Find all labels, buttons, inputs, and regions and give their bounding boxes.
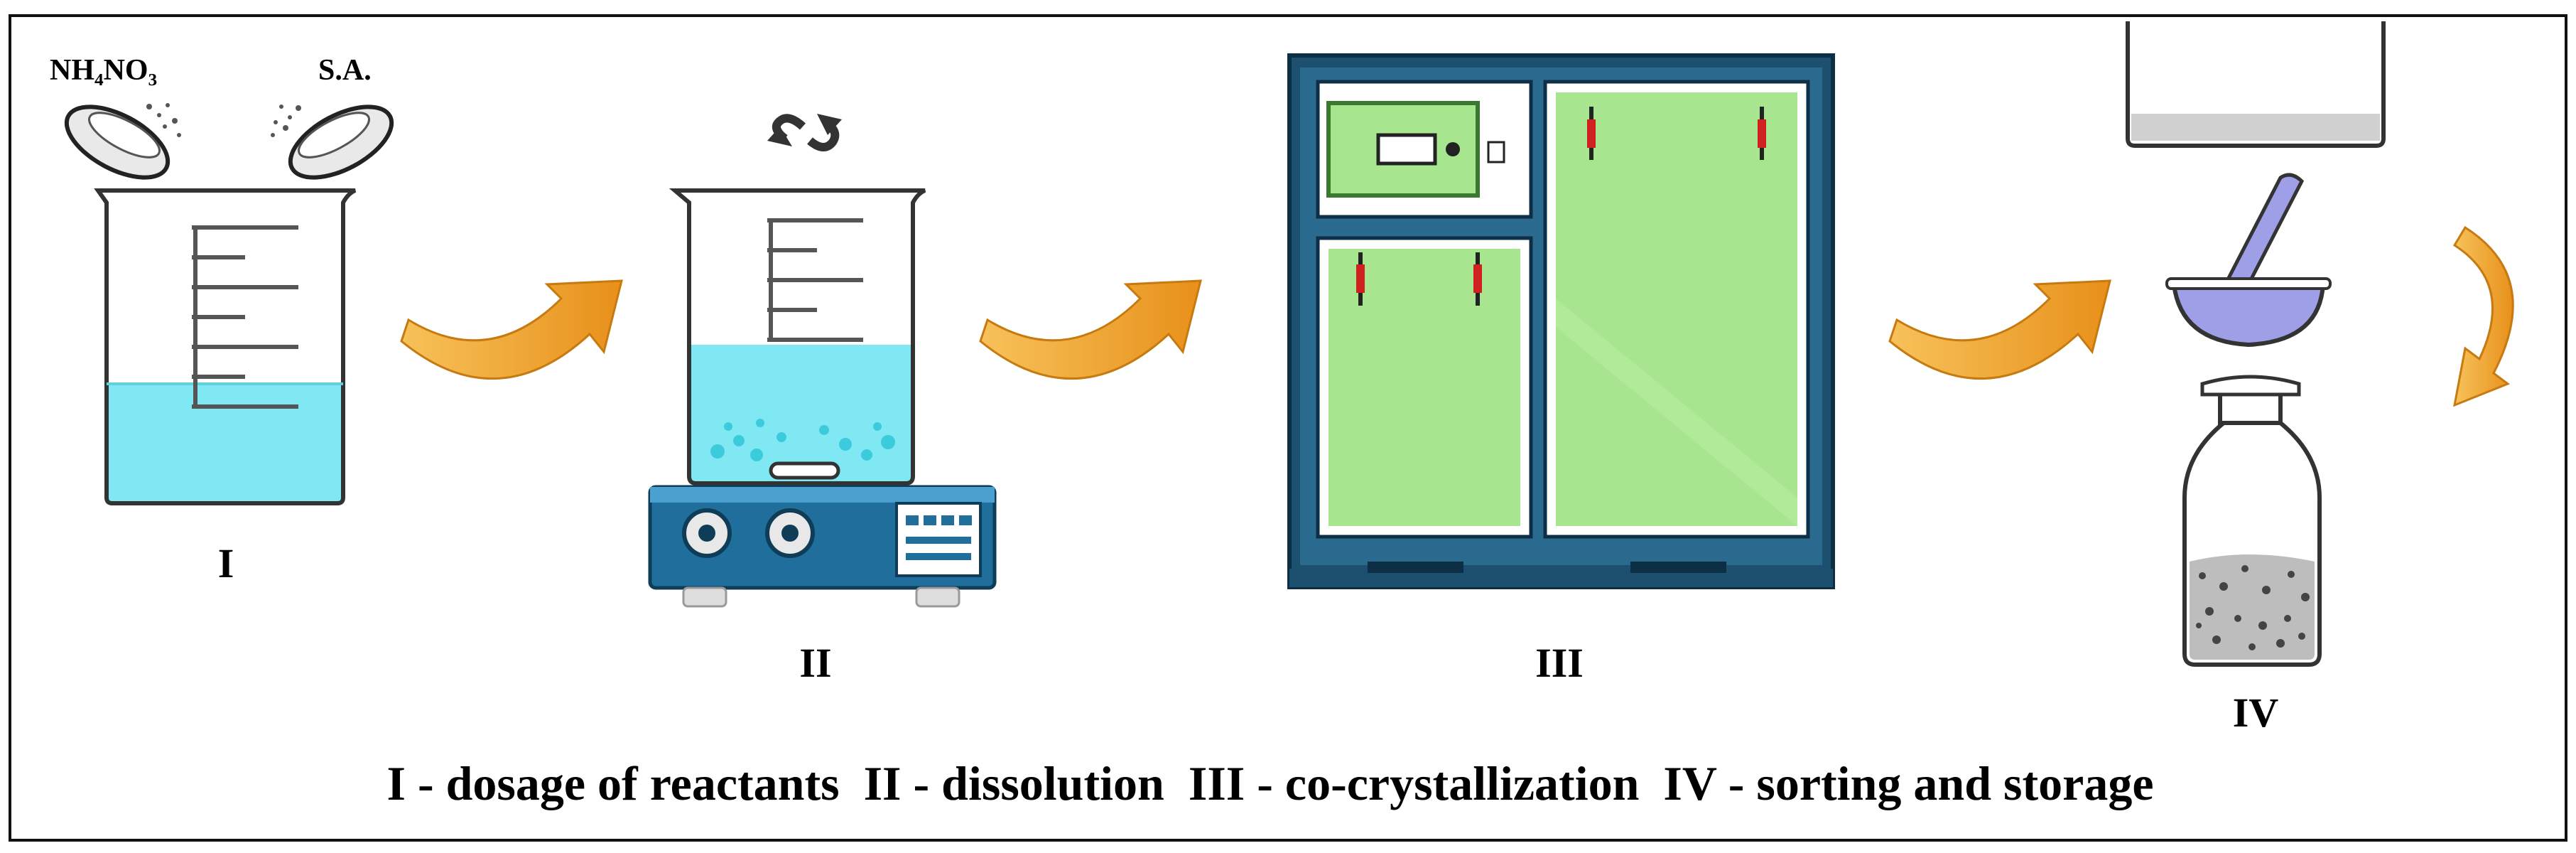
drying-oven-icon [1287, 53, 1835, 589]
tray-icon [2126, 21, 2386, 148]
step-3-co-crystallization: III [1287, 53, 1835, 686]
diagram-caption: I - dosage of reactants II - dissolution… [386, 756, 2153, 810]
reagent-label-ammonium-nitrate: NH₄NO₃ [50, 54, 157, 87]
reagent-label-sa: S.A. [318, 54, 372, 87]
mortar-icon [2165, 277, 2332, 348]
step-numeral-2: II [799, 640, 831, 686]
magnetic-stirrer-icon [648, 485, 997, 608]
step-1-dosage: NH₄NO₃ S.A. I [50, 54, 394, 586]
watch-glass-left-icon [64, 103, 181, 180]
step-numeral-1: I [218, 540, 234, 586]
storage-bottle-icon [2182, 375, 2322, 667]
beaker-icon [94, 188, 357, 505]
flow-arrow-2-icon [979, 279, 1202, 380]
step-numeral-4: IV [2233, 690, 2279, 736]
rotation-arrows-icon [767, 114, 842, 151]
step-numeral-3: III [1535, 640, 1584, 686]
figure-border [9, 14, 2567, 842]
pestle-icon [2224, 173, 2305, 286]
watch-glass-right-icon [271, 104, 394, 180]
step-4-sorting-storage: IV [2126, 21, 2514, 736]
flow-arrow-down-icon [2452, 225, 2514, 407]
beaker-icon [669, 188, 926, 485]
flow-arrow-3-icon [1888, 279, 2111, 380]
step-2-dissolution: II [648, 114, 997, 686]
flow-arrow-1-icon [400, 279, 623, 380]
